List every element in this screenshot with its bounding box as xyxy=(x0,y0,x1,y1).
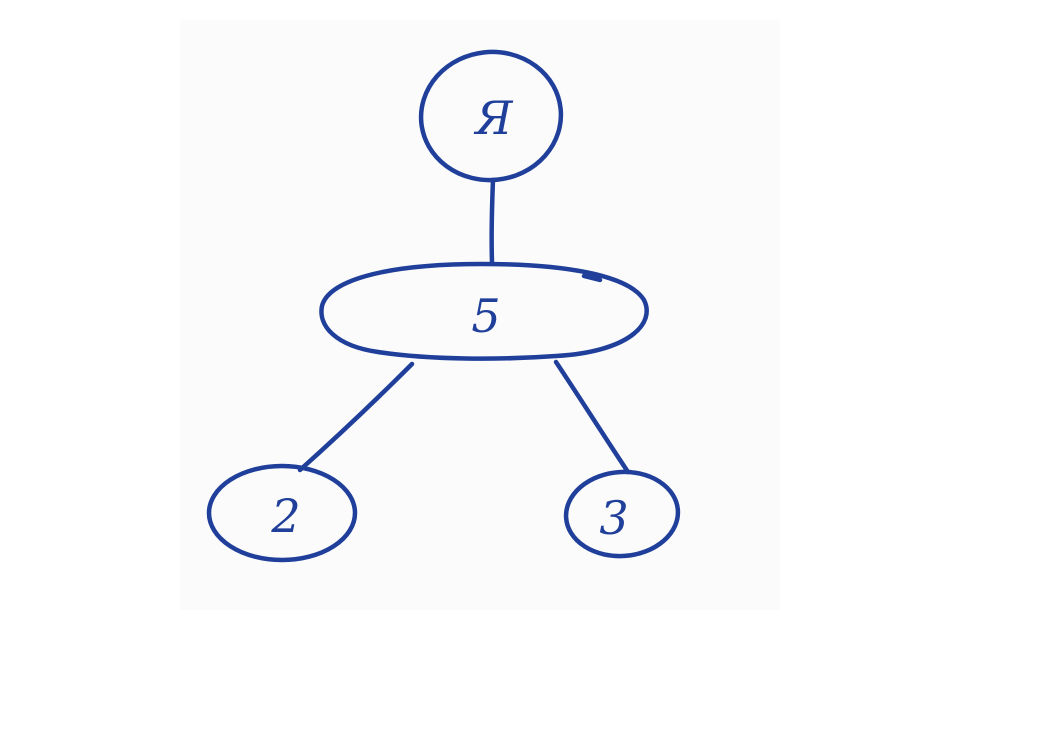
edge-middle-to-right xyxy=(553,359,631,475)
edge-top-to-middle xyxy=(489,177,496,265)
node-left-label: 2 xyxy=(270,489,300,543)
node-top-circle xyxy=(418,49,564,183)
node-right: 3 xyxy=(563,469,681,559)
node-right-ellipse xyxy=(563,469,681,559)
node-middle-ellipse xyxy=(319,261,649,361)
edge-middle-to-left xyxy=(297,361,415,473)
node-top-label: Я xyxy=(473,91,513,145)
node-left: 2 xyxy=(206,463,358,563)
node-right-label: 3 xyxy=(599,491,628,545)
node-middle-label: 5 xyxy=(471,289,500,343)
node-middle: 5 xyxy=(319,261,649,361)
node-left-ellipse xyxy=(206,463,358,563)
node-top: Я xyxy=(418,49,564,183)
